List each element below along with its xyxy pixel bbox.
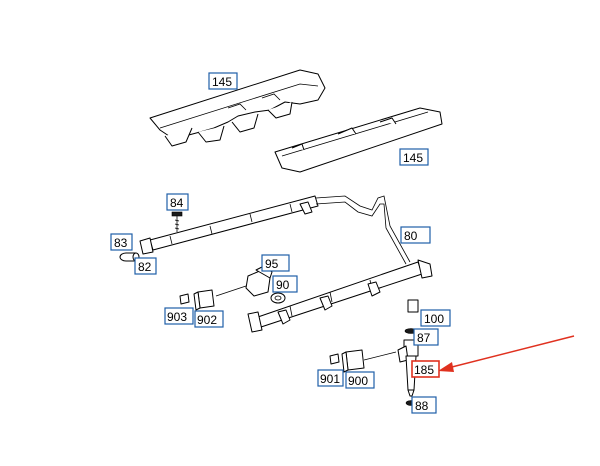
bolt-part bbox=[171, 211, 183, 232]
label-84: 84 bbox=[166, 193, 189, 211]
label-903: 903 bbox=[164, 307, 194, 325]
left-fuel-rail-part bbox=[139, 195, 411, 265]
label-902: 902 bbox=[194, 310, 224, 328]
label-185: 185 bbox=[411, 360, 440, 378]
svg-text:185: 185 bbox=[414, 363, 434, 377]
svg-text:82: 82 bbox=[138, 260, 152, 274]
label-87: 87 bbox=[413, 328, 439, 346]
clip-901-part bbox=[329, 353, 340, 365]
svg-text:84: 84 bbox=[170, 196, 184, 210]
svg-text:90: 90 bbox=[276, 278, 290, 292]
label-80: 80 bbox=[400, 226, 431, 244]
label-901: 901 bbox=[317, 369, 344, 387]
svg-text:80: 80 bbox=[404, 229, 418, 243]
label-100: 100 bbox=[420, 309, 451, 327]
label-145-bottom: 145 bbox=[399, 148, 429, 166]
svg-text:902: 902 bbox=[197, 313, 217, 327]
svg-text:903: 903 bbox=[167, 310, 187, 324]
clip-900-part bbox=[341, 349, 397, 373]
svg-text:145: 145 bbox=[403, 151, 423, 165]
lower-cover-part bbox=[274, 107, 443, 173]
label-88: 88 bbox=[411, 396, 437, 414]
label-82: 82 bbox=[134, 257, 157, 275]
label-95: 95 bbox=[261, 254, 290, 272]
upper-cover-part bbox=[149, 69, 326, 147]
clip-902-part bbox=[193, 289, 215, 311]
label-900: 900 bbox=[345, 371, 375, 389]
right-fuel-rail-part bbox=[247, 259, 433, 333]
pressure-sensor-part bbox=[215, 265, 286, 304]
plug-part bbox=[119, 252, 140, 262]
svg-text:100: 100 bbox=[424, 312, 444, 326]
svg-text:87: 87 bbox=[417, 331, 431, 345]
highlight-arrow-head bbox=[438, 362, 454, 372]
label-90: 90 bbox=[272, 275, 298, 293]
label-83: 83 bbox=[110, 233, 133, 251]
label-145-top: 145 bbox=[208, 72, 238, 90]
svg-text:83: 83 bbox=[114, 236, 128, 250]
svg-text:95: 95 bbox=[265, 257, 279, 271]
highlight-arrow bbox=[443, 335, 575, 370]
svg-text:88: 88 bbox=[415, 399, 429, 413]
svg-text:900: 900 bbox=[348, 374, 368, 388]
clip-903-part bbox=[179, 293, 190, 305]
svg-text:145: 145 bbox=[212, 75, 232, 89]
injector-part bbox=[397, 299, 419, 406]
svg-text:901: 901 bbox=[320, 372, 340, 386]
